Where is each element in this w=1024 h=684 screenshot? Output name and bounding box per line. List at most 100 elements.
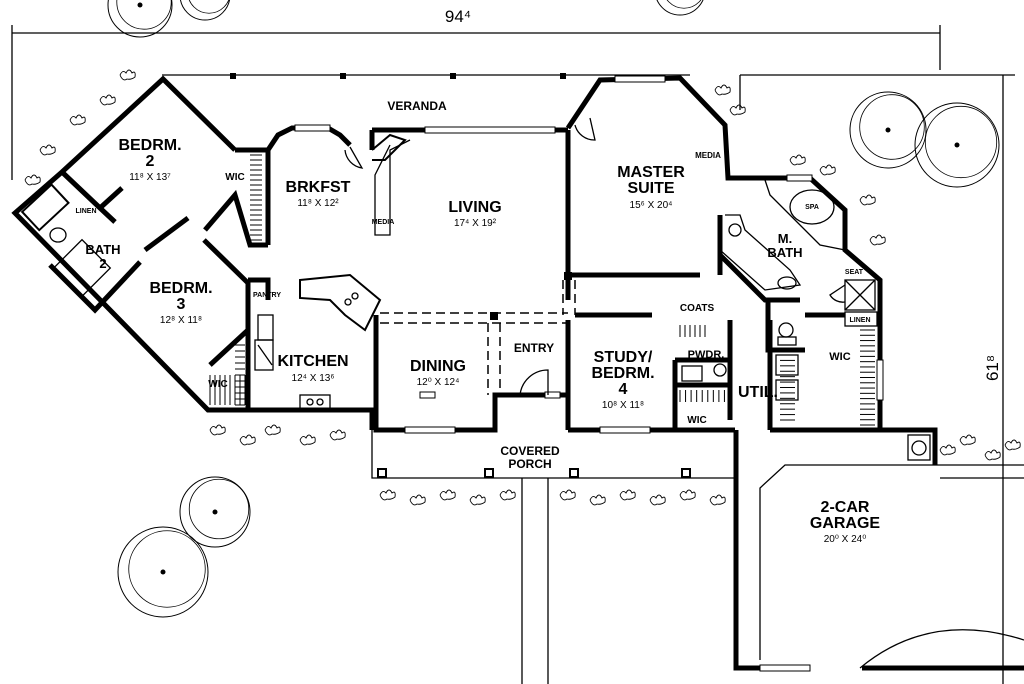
walls: [11, 75, 1024, 671]
shrub: [619, 489, 636, 501]
wic-study-label: WIC: [687, 415, 706, 426]
shrub: [819, 164, 836, 176]
tree-trunk: [160, 569, 166, 575]
linen-master-label: LINEN: [850, 317, 871, 324]
bedrm3-label: BEDRM.: [149, 280, 212, 297]
garage-label: 2-CAR: [821, 499, 870, 516]
shrub: [1004, 439, 1021, 451]
study-label: STUDY/: [594, 349, 653, 366]
fixtures: [20, 117, 931, 461]
study-dims: 10⁸ X 11⁸: [602, 400, 644, 411]
bedrm3-dims: 12⁸ X 11⁸: [160, 315, 202, 326]
master-suite-label-2: SUITE: [627, 180, 674, 197]
overall-width-dimension: 94⁴: [11, 7, 941, 180]
shrub: [939, 444, 956, 456]
shrub: [264, 424, 281, 436]
dining-dims: 12⁰ X 12⁴: [417, 377, 460, 388]
overall-depth-dimension: 61⁸: [739, 74, 1024, 684]
bedrm3-number: 3: [177, 296, 186, 313]
tree-outline: [128, 530, 206, 608]
shrub: [299, 434, 316, 446]
windows: [294, 75, 884, 672]
room-labels: VERANDA BEDRM. 2 11⁸ X 13⁷ BRKFST 11⁸ X …: [85, 99, 880, 545]
study-label-2: BEDRM.: [591, 365, 654, 382]
tree: [180, 0, 230, 21]
pantry-label: PANTRY: [253, 292, 281, 299]
shrub: [69, 114, 86, 126]
shrub: [859, 194, 876, 206]
shrub: [209, 424, 226, 436]
shrub: [984, 449, 1001, 461]
shrub: [589, 494, 606, 506]
shrub: [379, 489, 396, 501]
garage-dims: 20⁰ X 24⁰: [824, 534, 867, 545]
closet-shelving: [209, 149, 875, 426]
pwdr-label: PWDR.: [688, 349, 725, 361]
tree: [107, 0, 173, 38]
cased-openings: [380, 272, 576, 395]
master-suite-label: MASTER: [617, 164, 685, 181]
porch-label: COVERED: [500, 444, 560, 458]
brkfst-label: BRKFST: [286, 179, 351, 196]
tree: [179, 476, 251, 548]
shrub: [469, 494, 486, 506]
veranda-roofline: [162, 73, 690, 79]
shrub: [789, 154, 806, 166]
media-living-label: MEDIA: [372, 219, 395, 226]
shrub: [409, 494, 426, 506]
shrub: [679, 489, 696, 501]
porch-label-2: PORCH: [508, 457, 551, 471]
overall-width-label: 94⁴: [445, 7, 471, 26]
study-number: 4: [619, 381, 628, 398]
shrub: [649, 494, 666, 506]
spa-label: SPA: [805, 204, 819, 211]
tree-trunk: [954, 142, 960, 148]
tree-outline: [188, 0, 230, 14]
covered-porch: [371, 430, 735, 684]
dining-label: DINING: [410, 358, 466, 375]
tree-outline: [859, 94, 925, 160]
bedrm2-dims: 11⁸ X 13⁷: [129, 172, 171, 183]
seat-label: SEAT: [845, 269, 864, 276]
tree-outline: [116, 0, 172, 30]
shrub: [499, 489, 516, 501]
mbath-label: M.: [778, 231, 792, 246]
shrub: [869, 234, 886, 246]
shrub: [439, 489, 456, 501]
wic-master-label: WIC: [829, 351, 850, 363]
shrub: [709, 494, 726, 506]
trees: [107, 0, 1000, 618]
bath2-number: 2: [99, 256, 106, 271]
tree: [117, 526, 209, 618]
tree: [656, 0, 704, 16]
tree-trunk: [137, 2, 143, 8]
shrub: [559, 489, 576, 501]
bath2-label: BATH: [85, 242, 120, 257]
brkfst-dims: 11⁸ X 12²: [297, 198, 339, 209]
tree: [849, 91, 927, 169]
coats-label: COATS: [680, 303, 715, 314]
kitchen-dims: 12⁴ X 13⁶: [292, 373, 335, 384]
garage-outline: [759, 464, 1024, 669]
garage-label-2: GARAGE: [810, 515, 881, 532]
linen-bath2-label: LINEN: [76, 208, 97, 215]
shrub: [39, 144, 56, 156]
util-label: UTIL.: [738, 384, 778, 401]
living-dims: 17⁴ X 19²: [454, 218, 497, 229]
wic-bedrm3-label: WIC: [208, 379, 227, 390]
media-master-label: MEDIA: [695, 151, 721, 160]
shrub: [329, 429, 346, 441]
shrub: [119, 69, 136, 81]
shrub: [714, 84, 731, 96]
wic-bedrm2-label: WIC: [225, 172, 244, 183]
shrubs: [24, 69, 1021, 506]
mbath-label-2: BATH: [767, 245, 802, 260]
overall-depth-label: 61⁸: [983, 355, 1002, 381]
living-label: LIVING: [448, 199, 501, 216]
tree-outline: [666, 0, 702, 9]
veranda-label: VERANDA: [387, 99, 447, 113]
tree-trunk: [212, 509, 218, 515]
shrub: [24, 174, 41, 186]
master-suite-dims: 15⁶ X 20⁴: [630, 200, 673, 211]
